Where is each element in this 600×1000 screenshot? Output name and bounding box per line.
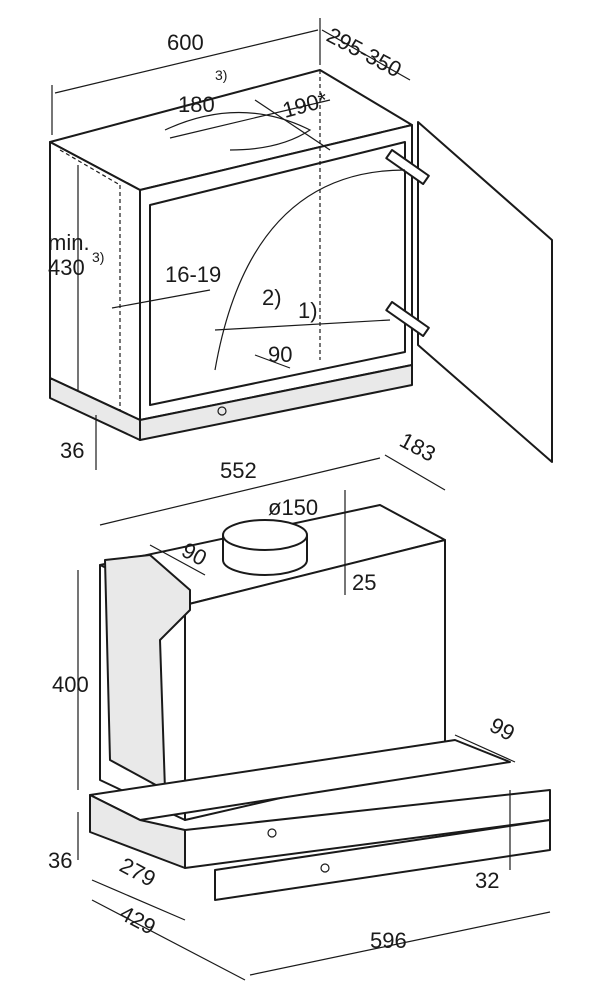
duct-path-curve — [214, 169, 406, 371]
dim-rear-offset: 90 — [268, 342, 292, 367]
dim-cabinet-base: 36 — [60, 438, 84, 463]
dim-front-width: 596 — [370, 928, 407, 953]
note-2: 2) — [262, 285, 282, 310]
dim-duct-height: 25 — [352, 570, 376, 595]
dim-duct-diameter: ø150 — [268, 495, 318, 520]
hood-bracket — [104, 554, 191, 791]
cabinet-door — [417, 121, 553, 463]
dim-cabinet-width: 600 — [167, 30, 204, 55]
dim-cabinet-depth: 295-350 — [323, 22, 406, 82]
label-min: min. — [48, 230, 90, 255]
cabinet-light-icon — [217, 406, 227, 416]
dim-min-height: 430 — [48, 255, 85, 280]
cabinet-side — [49, 141, 141, 421]
duct-outlet — [222, 519, 308, 551]
note-cutout-width: 3) — [215, 67, 227, 83]
dim-hood-width: 552 — [220, 458, 257, 483]
cabinet-base-front — [139, 364, 413, 441]
note-min-height: 3) — [92, 249, 104, 265]
dim-hood-depth: 183 — [396, 427, 440, 466]
dim-extractor-height: 32 — [475, 868, 499, 893]
dim-side-depth: 279 — [116, 852, 160, 891]
extractor-bar — [214, 819, 551, 901]
dim-cutout-width: 180 — [178, 92, 215, 117]
wall-cabinet — [49, 18, 553, 470]
dim-hood-height: 400 — [52, 672, 89, 697]
dim-panel-thickness: 16-19 — [165, 262, 221, 287]
note-1: 1) — [298, 298, 318, 323]
hinge-top — [385, 148, 430, 186]
dim-front-height: 36 — [48, 848, 72, 873]
cooker-hood — [77, 454, 551, 981]
dim-extension: 99 — [486, 712, 519, 746]
hinge-bottom — [385, 301, 430, 338]
duct-cutout — [164, 112, 312, 151]
